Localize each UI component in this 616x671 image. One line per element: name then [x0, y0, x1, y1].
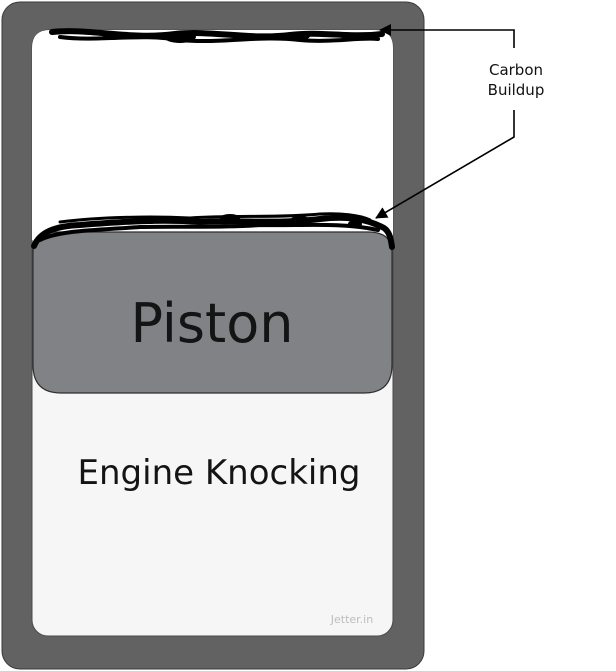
combustion-chamber	[32, 30, 393, 240]
callout-arrow-top	[379, 24, 515, 48]
callout-label-carbon: Carbon	[489, 61, 543, 79]
callout-arrow-bottom	[375, 110, 515, 219]
engine-knocking-caption: Engine Knocking	[78, 453, 361, 493]
piston-label: Piston	[131, 292, 294, 355]
carbon-buildup-piston	[31, 212, 395, 250]
watermark: Jetter.in	[330, 613, 373, 626]
callout-label-buildup: Buildup	[488, 81, 545, 99]
carbon-buildup-top	[49, 28, 385, 44]
